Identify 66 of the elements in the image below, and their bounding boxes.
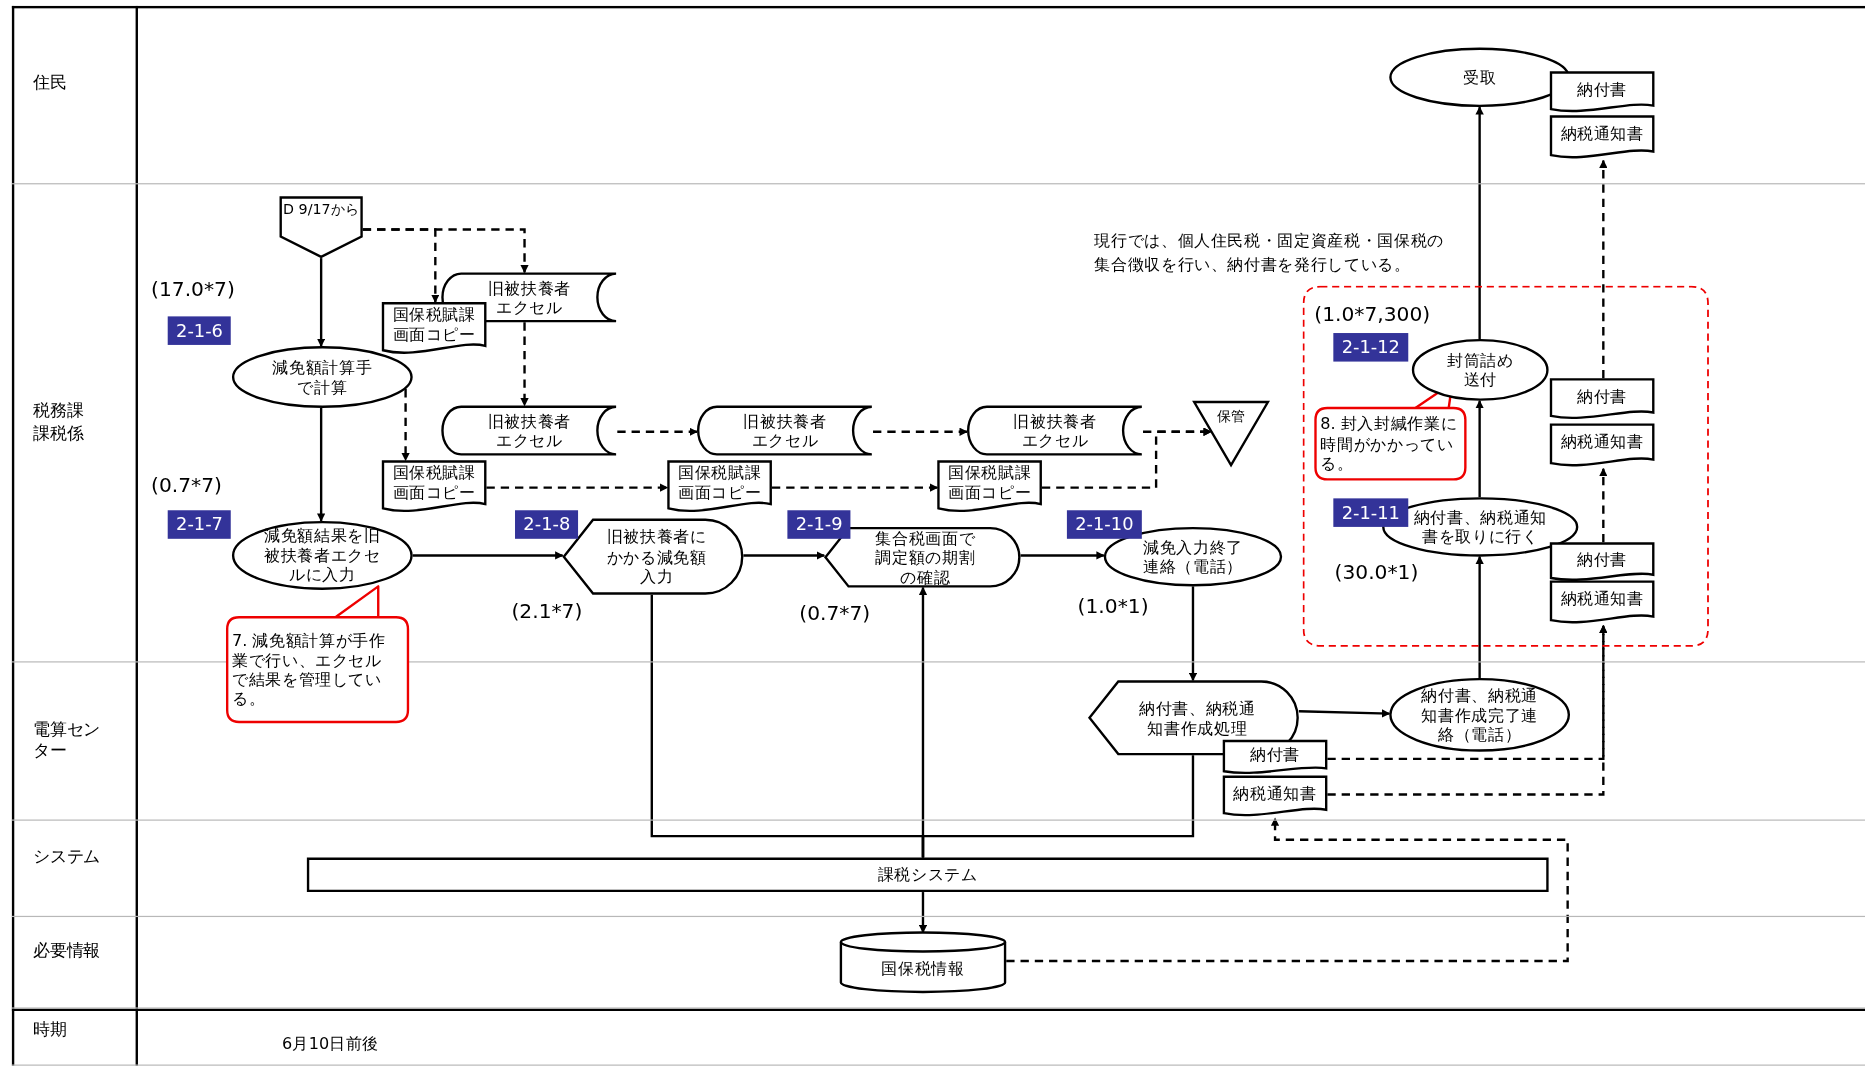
arrow xyxy=(1475,555,1484,678)
document-shape: 納税通知書 xyxy=(1549,423,1655,469)
lane-label: 税務課課税係 xyxy=(33,399,85,445)
callout-bubble: 7. 減免額計算が手作業で行い、エクセルで結果を管理している。 xyxy=(226,616,410,724)
data-storage-shape: 旧被扶養者エクセル xyxy=(967,405,1144,456)
arrow xyxy=(873,427,968,436)
document-shape: 納付書 xyxy=(1549,542,1655,583)
arrow xyxy=(1599,159,1608,379)
duration-label: (0.7*7) xyxy=(151,472,222,499)
highlight-frame xyxy=(1302,285,1710,648)
step-number-badge: 2-1-6 xyxy=(167,316,232,345)
lane-label: 電算センター xyxy=(33,718,101,763)
period-text: 6月10日前後 xyxy=(281,1032,381,1055)
arrow xyxy=(771,483,939,492)
note-text: 現行では、個人住民税・固定資産税・国保税の集合徴収を行い、納付書を発行している。 xyxy=(1094,229,1445,276)
lane-label: システム xyxy=(33,845,101,868)
duration-label: (2.1*7) xyxy=(511,598,583,625)
duration-label: (0.7*7) xyxy=(799,599,871,626)
document-shape: 納税通知書 xyxy=(1549,580,1655,626)
step-number-badge: 2-1-7 xyxy=(167,510,232,539)
arrow xyxy=(1020,551,1105,560)
arrow xyxy=(1188,586,1198,682)
arrow xyxy=(362,228,529,274)
document-shape: 国保税賦課画面コピー xyxy=(381,302,487,357)
data-storage-shape: 旧被扶養者エクセル xyxy=(441,405,618,456)
off-page-connector: D 9/17から xyxy=(279,196,363,259)
arrow xyxy=(1327,624,1608,796)
arrow xyxy=(1006,817,1569,963)
document-shape: 納付書 xyxy=(1222,739,1328,776)
step-number-badge: 2-1-11 xyxy=(1333,498,1409,527)
document-shape: 国保税賦課画面コピー xyxy=(381,460,487,515)
database-cylinder: 国保税情報 xyxy=(839,932,1007,992)
lane-label: 必要情報 xyxy=(33,939,101,962)
arrow xyxy=(1041,427,1212,489)
document-shape: 納付書 xyxy=(1549,71,1655,115)
step-number-badge: 2-1-10 xyxy=(1066,510,1142,539)
arrow xyxy=(743,551,826,560)
step-number-badge: 2-1-9 xyxy=(787,510,851,539)
step-number-badge: 2-1-8 xyxy=(515,510,579,539)
arrow xyxy=(412,551,564,560)
lane-label: 時期 xyxy=(33,1018,68,1041)
arrow xyxy=(617,427,698,436)
arrow xyxy=(1298,709,1391,718)
duration-label: (30.0*1) xyxy=(1334,559,1419,586)
arrow xyxy=(1475,400,1484,498)
system-bar: 課税システム xyxy=(306,857,1549,893)
arrow xyxy=(1599,467,1608,543)
document-shape: 納付書 xyxy=(1549,378,1655,422)
arrow xyxy=(401,389,410,462)
arrow xyxy=(317,407,326,522)
document-shape: 国保税賦課画面コピー xyxy=(667,460,772,515)
duration-label: (1.0*7,300) xyxy=(1314,301,1431,328)
arrow xyxy=(486,483,669,492)
arrow xyxy=(520,322,529,407)
document-shape: 納税通知書 xyxy=(1549,115,1655,161)
duration-label: (1.0*1) xyxy=(1077,592,1149,619)
document-shape: 納税通知書 xyxy=(1222,775,1328,819)
data-storage-shape: 旧被扶養者エクセル xyxy=(697,405,874,456)
storage-triangle: 保管 xyxy=(1193,400,1270,467)
arrow xyxy=(1475,106,1484,339)
document-shape: 国保税賦課画面コピー xyxy=(937,460,1042,515)
step-number-badge: 2-1-12 xyxy=(1333,333,1409,362)
lane-label: 住民 xyxy=(33,71,68,94)
duration-label: (17.0*7) xyxy=(151,276,235,303)
arrow xyxy=(317,258,326,347)
process-ellipse: 納付書、納税通知書作成完了連絡（電話） xyxy=(1389,677,1571,752)
